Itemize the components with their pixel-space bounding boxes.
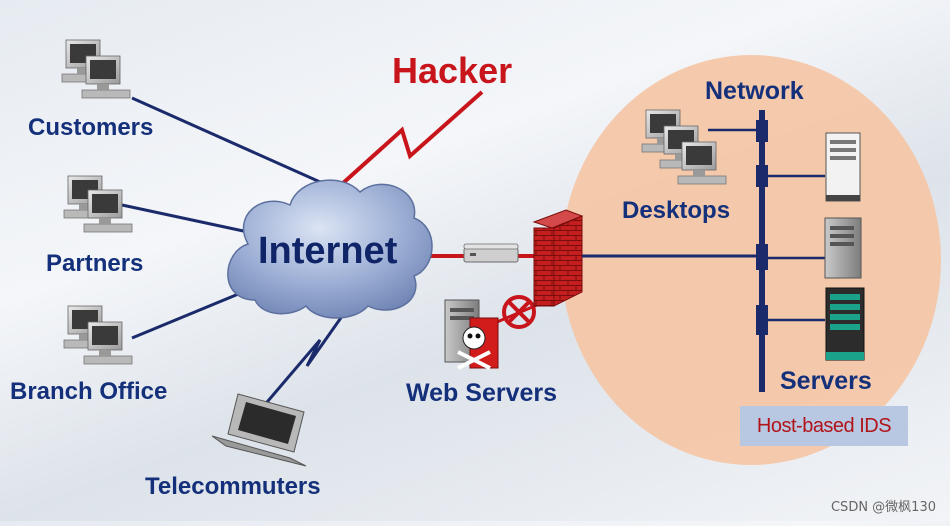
host-ids-box: Host-based IDS — [740, 406, 908, 446]
partners-computer-icon — [63, 175, 133, 233]
watermark: CSDN @微枫130 — [830, 500, 936, 515]
link-partners — [121, 203, 249, 234]
label-internet: Internet — [258, 230, 398, 272]
label-telecommuters: Telecommuters — [145, 473, 321, 500]
customers-computer-icon — [61, 39, 131, 99]
server-rack-icon — [825, 287, 865, 361]
link-customers — [131, 96, 339, 192]
router-icon — [463, 243, 519, 263]
label-host-ids: Host-based IDS — [756, 414, 892, 437]
firewall-icon — [532, 209, 584, 307]
label-customers: Customers — [28, 114, 154, 141]
label-servers: Servers — [780, 367, 872, 395]
label-desktops: Desktops — [622, 197, 731, 224]
hacker-attack-path — [330, 90, 484, 195]
label-web-servers: Web Servers — [406, 379, 558, 407]
branch-office-computer-icon — [63, 305, 133, 365]
blocked-icon — [502, 295, 536, 329]
label-network: Network — [705, 77, 804, 105]
internal-network-zone — [561, 55, 941, 465]
server-tower-2-icon — [824, 217, 862, 279]
label-partners: Partners — [46, 250, 144, 277]
skull-icon — [457, 326, 491, 370]
label-branch-office: Branch Office — [10, 378, 168, 405]
internet-cloud — [227, 179, 433, 319]
link-telecommuters — [260, 311, 347, 409]
server-tower-1-icon — [825, 132, 861, 202]
laptop-icon — [211, 393, 307, 467]
label-hacker: Hacker — [392, 50, 513, 91]
